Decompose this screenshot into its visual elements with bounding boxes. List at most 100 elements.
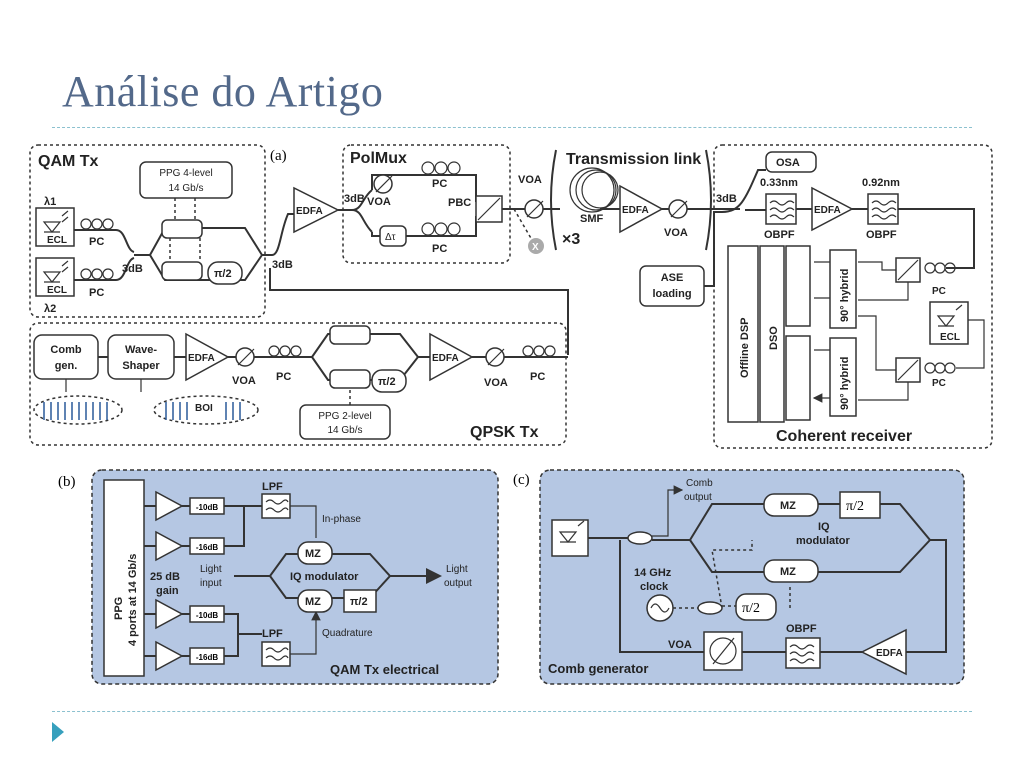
atten-2: -16dB <box>196 543 218 552</box>
edfa-amplifier <box>811 186 854 232</box>
qpsk-voa-label-1: VOA <box>232 375 256 387</box>
voa-c-label: VOA <box>668 639 692 651</box>
link-coupler-label: 3dB <box>716 193 737 205</box>
panel-a-tag: (a) <box>270 148 287 164</box>
pc-coils-icon <box>924 262 956 374</box>
light-out-label-1: Light <box>446 564 468 575</box>
qpsk-voa-label-2: VOA <box>484 377 508 389</box>
iq-c-label-1: IQ <box>818 521 830 533</box>
coupler-c <box>627 531 653 545</box>
clock-label-2: clock <box>640 581 669 593</box>
comb-generator-panel: Comb output MZ π/2 IQ modulator MZ 14 GH… <box>539 469 965 685</box>
light-out-label-2: output <box>444 578 472 589</box>
svg-text:X: X <box>532 242 539 253</box>
link-edfa-label: EDFA <box>622 205 649 216</box>
laser-diode-icon <box>42 260 69 283</box>
dsp-label: Offline DSP <box>739 317 751 378</box>
panel-b-tag: (b) <box>58 474 76 490</box>
dso-box <box>759 245 785 423</box>
link-title: Transmission link <box>566 151 701 168</box>
ppg-4port-box <box>103 479 145 677</box>
lpf-2 <box>261 641 291 667</box>
phase-c-label-1: π/2 <box>846 499 864 514</box>
ecl-laser-1 <box>35 207 75 247</box>
voa-icon <box>668 199 688 219</box>
mz-c-label-1: MZ <box>780 500 796 512</box>
offline-dsp-box <box>727 245 759 423</box>
rx-pc-label-2: PC <box>932 378 946 389</box>
polmux-pc-label-1: PC <box>432 178 447 190</box>
comb-out-label-2: output <box>684 492 712 503</box>
lpf-label-1: LPF <box>262 481 283 493</box>
mz-b-1 <box>297 541 333 565</box>
bw2-label: 0.92nm <box>862 177 900 189</box>
mz-b-label-1: MZ <box>305 548 321 560</box>
qpsk-pc-label-1: PC <box>276 371 291 383</box>
voa-icon <box>524 199 544 219</box>
coherent-receiver: Coherent receiver OSA 0.33nm OBPF EDFA 0… <box>713 144 993 449</box>
phase-b <box>343 589 377 613</box>
phase-c-2 <box>735 593 777 621</box>
bullet-arrow-icon <box>52 722 64 742</box>
span-count: ×3 <box>562 231 580 248</box>
qpsk-tx-block: QPSK Tx Comb gen. Wave- Shaper BOI EDFA … <box>29 268 569 446</box>
pc-coils-icon <box>421 161 461 236</box>
receiver-title: Coherent receiver <box>776 428 912 445</box>
pc-coils-icon <box>522 345 556 357</box>
qpsk-pc-label-2: PC <box>530 371 545 383</box>
link-voa-label: VOA <box>664 227 688 239</box>
atten-1: -10dB <box>196 503 218 512</box>
phase-label: π/2 <box>214 268 232 280</box>
osa-box <box>765 151 817 173</box>
shaped-comb-icon <box>165 402 241 420</box>
polmux-voa-label: VOA <box>367 196 391 208</box>
lambda1-label: λ1 <box>44 196 56 208</box>
mz-b-label-2: MZ <box>305 596 321 608</box>
smf-label: SMF <box>580 213 604 225</box>
delay-label: Δτ <box>385 232 396 243</box>
lpf-label-2: LPF <box>262 628 283 640</box>
panel-b-caption: QAM Tx electrical <box>330 662 439 677</box>
comb-label-1: Comb <box>50 344 81 356</box>
ecl-label-1: ECL <box>47 235 67 246</box>
ecl-laser-2 <box>35 257 75 297</box>
qpsk-tx-title: QPSK Tx <box>470 424 539 441</box>
bw1-label: 0.33nm <box>760 177 798 189</box>
clock-label-1: 14 GHz <box>634 567 672 579</box>
terminated-port-icon <box>528 238 544 254</box>
rx-edfa-label: EDFA <box>814 205 841 216</box>
mz-c-1 <box>763 493 819 517</box>
gain-label-1: 25 dB <box>150 571 180 583</box>
mz-c-label-2: MZ <box>780 566 796 578</box>
voa-icon <box>373 174 393 194</box>
ppg-b-label-1: PPG <box>113 597 125 620</box>
comb-gen-box <box>33 334 99 380</box>
edfa-amplifier <box>429 332 474 382</box>
atten-3: -10dB <box>196 611 218 620</box>
edfa-amplifier <box>185 332 230 382</box>
ppg-2level-box <box>299 404 391 440</box>
hybrid-label-1: 90° hybrid <box>839 269 851 322</box>
osa-label: OSA <box>776 157 800 169</box>
footer-separator <box>52 711 972 712</box>
light-in-label-1: Light <box>200 564 222 575</box>
mz-b-2 <box>297 589 333 613</box>
pbc-label: PBC <box>448 197 471 209</box>
coupler-3db-label: 3dB <box>122 263 143 275</box>
phase-shifter <box>207 261 243 285</box>
atten-4: -16dB <box>196 653 218 662</box>
edfa-amplifier <box>619 184 664 234</box>
gain-label-2: gain <box>156 585 179 597</box>
obpf-c-label: OBPF <box>786 623 817 635</box>
panel-c-caption: Comb generator <box>548 661 648 676</box>
edfa-c-label: EDFA <box>876 648 903 659</box>
lpf-1 <box>261 493 291 519</box>
hybrid-90-1 <box>829 249 857 329</box>
lambda2-label: λ2 <box>44 303 56 315</box>
voa-icon <box>235 347 255 367</box>
qpsk-edfa-label-1: EDFA <box>188 353 215 364</box>
qpsk-phase-label: π/2 <box>378 376 396 388</box>
inphase-label: In-phase <box>322 514 361 525</box>
mz-c-2 <box>763 559 819 583</box>
